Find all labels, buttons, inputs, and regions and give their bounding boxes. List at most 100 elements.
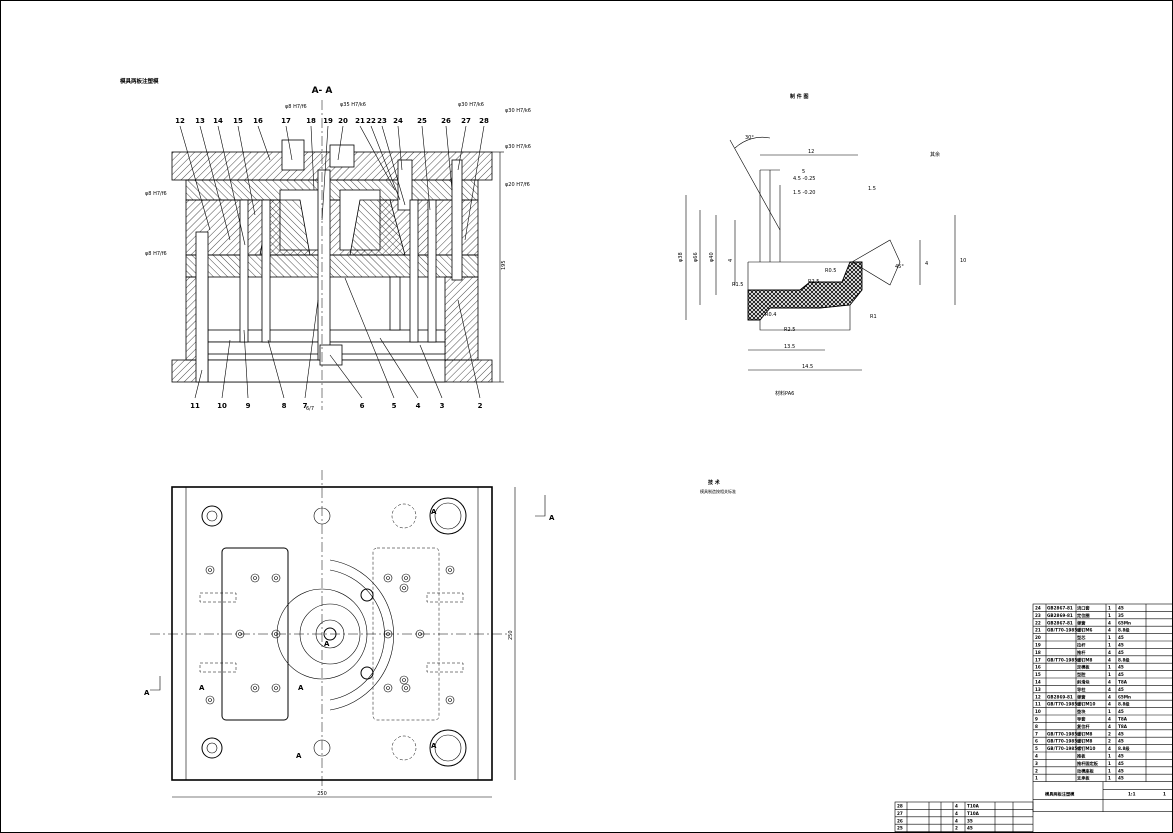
part-dim: R2.5 [784, 327, 795, 333]
bom-cell: 4 [1108, 694, 1111, 699]
bom-cell: 弹簧 [1077, 693, 1086, 700]
part-number-bottom: 4 [416, 402, 421, 410]
bom-cell: GB/T70-1985 [1047, 628, 1077, 633]
bom-cell: T8A [1118, 724, 1128, 729]
bom-cell: GB2869-81 [1047, 613, 1073, 618]
bom-cell: 45 [1118, 635, 1124, 640]
part-dim: 12 [808, 149, 814, 155]
lower-cell: 4 [955, 811, 958, 816]
lower-cell: 35 [967, 818, 973, 823]
part-dim: 14.5 [802, 364, 813, 370]
part-number-top: 28 [479, 117, 489, 125]
bom-cell: 18 [1035, 650, 1041, 655]
part-number-top: 14 [213, 117, 223, 125]
plan-mark: A [144, 689, 150, 697]
part-dim: 1.5 -0.20 [793, 190, 815, 196]
part-number-top: 26 [441, 117, 451, 125]
plan-mark: A [324, 640, 330, 648]
bom-cell: 65Mn [1118, 620, 1131, 625]
section-label: A- A [312, 86, 333, 96]
title-block-scale: 1:1 [1128, 792, 1136, 797]
plan-mark: A [431, 508, 437, 516]
bom-cell: 4 [1108, 620, 1111, 625]
bom-cell: 4 [1108, 628, 1111, 633]
bom-cell: 23 [1035, 613, 1041, 618]
bom-cell: 45 [1118, 665, 1124, 670]
part-dim: R1 [870, 314, 877, 320]
part-number-top: 24 [393, 117, 403, 125]
bom-cell: 支承板 [1077, 775, 1090, 782]
bom-cell: 14 [1035, 680, 1041, 685]
lower-cell: 4 [955, 818, 958, 823]
bom-cell: 45 [1118, 672, 1124, 677]
bom-cell: 1 [1035, 776, 1038, 781]
bom-cell: 12 [1035, 694, 1041, 699]
bom-cell: 1 [1108, 761, 1111, 766]
bom-cell: 弹簧 [1077, 619, 1086, 626]
plan-view: A A A A A A A A 250 250 [144, 470, 555, 798]
bom-cell: GB/T70-1985 [1047, 702, 1077, 707]
bom-cell: 4 [1108, 746, 1111, 751]
bom-cell: 垫块 [1077, 708, 1086, 715]
part-number-bottom: 5 [392, 402, 397, 410]
bom-cell: GB2869-81 [1047, 694, 1073, 699]
bom-cell: 拉杆 [1077, 642, 1086, 649]
bom-cell: 45 [1118, 731, 1124, 736]
bom-cell: 5 [1035, 746, 1038, 751]
title-block-name: 模具两板注塑模 [1045, 791, 1075, 798]
bom-cell: 16 [1035, 665, 1041, 670]
bom-cell: 1 [1108, 606, 1111, 611]
bom-cell: 2 [1035, 768, 1038, 773]
bom-cell: 4 [1108, 724, 1111, 729]
bom-cell: 6 [1035, 739, 1038, 744]
part-number-bottom: 11 [190, 402, 200, 410]
lower-cell: 28 [897, 804, 903, 809]
bom-cell: 45 [1118, 768, 1124, 773]
fit-label: φ8 H7/f6 [145, 191, 167, 197]
section-view: 模具两板注塑模 A- A [120, 77, 531, 412]
bom-cell: 8.8级 [1118, 656, 1130, 663]
fit-label: φ20 H7/f6 [505, 182, 530, 188]
bom-cell: 4 [1035, 754, 1038, 759]
bom-cell: GB2867-81 [1047, 620, 1073, 625]
bom-cell: 型腔 [1077, 671, 1086, 678]
lower-cell: T10A [967, 804, 980, 809]
bom-cell: 1 [1108, 754, 1111, 759]
fit-label: φ30 H7/k6 [505, 108, 531, 114]
lower-cell: T10A [967, 811, 980, 816]
part-number-top: 21 [355, 117, 365, 125]
notes-line: 模具制造按相关标准 [700, 488, 736, 494]
bom-cell: 45 [1118, 606, 1124, 611]
part-number-top: 22 [366, 117, 376, 125]
part-dim: 4.5 -0.25 [793, 176, 815, 182]
bom-cell: 17 [1035, 657, 1041, 662]
bom-cell: 45 [1118, 643, 1124, 648]
height-dimension: 195 [501, 260, 507, 270]
bom-cell: 8.8级 [1118, 627, 1130, 634]
plan-mark: A [298, 684, 304, 692]
bom-cell: 45 [1118, 739, 1124, 744]
bom-cell: 4 [1108, 702, 1111, 707]
part-title: 制 件 图 [790, 93, 808, 100]
bom-cell: 19 [1035, 643, 1041, 648]
bom-cell: 螺钉M8 [1077, 656, 1093, 663]
bom-cell: GB/T70-1985 [1047, 657, 1077, 662]
bom-cell: 定模板 [1076, 664, 1090, 671]
part-number-bottom: 10 [217, 402, 227, 410]
title-block-sheet: 1 [1163, 792, 1166, 797]
bom-cell: 导柱 [1077, 686, 1086, 693]
bom-cell: 45 [1118, 709, 1124, 714]
bom-cell: 2 [1108, 731, 1111, 736]
bom-cell: 4 [1108, 650, 1111, 655]
bom-cell: 7 [1035, 731, 1038, 736]
lower-cell: 4 [955, 804, 958, 809]
bom-cell: 21 [1035, 628, 1041, 633]
bom-cell: 4 [1108, 687, 1111, 692]
lower-cell: 45 [967, 826, 973, 831]
bom-cell: 45 [1118, 776, 1124, 781]
part-number-top: 19 [323, 117, 333, 125]
roughness-note: 其余 [930, 151, 940, 158]
